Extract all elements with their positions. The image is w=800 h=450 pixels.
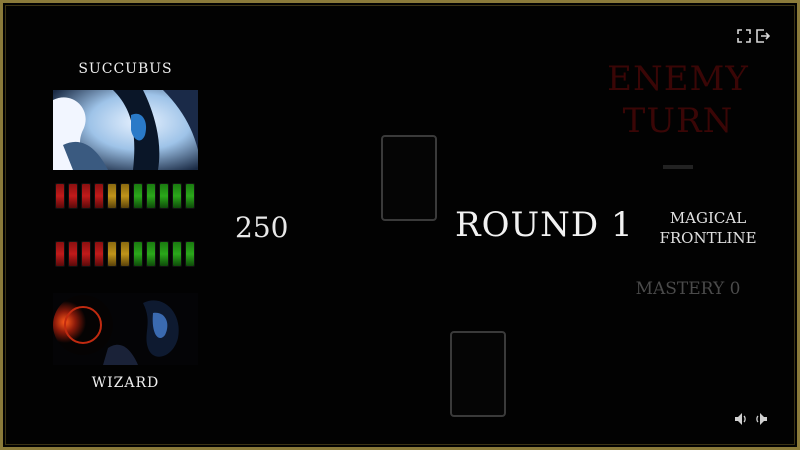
turn-indicator: ENEMY TURN <box>607 59 749 141</box>
health-segment <box>68 183 78 209</box>
exit-icon <box>756 29 770 43</box>
mana-segment <box>68 241 78 267</box>
enemy-portrait <box>53 90 198 170</box>
health-segment <box>133 183 143 209</box>
mastery-counter: MASTERY 0 <box>635 279 741 299</box>
enemy-card-slot[interactable] <box>381 135 437 221</box>
enemy-mana-bar <box>55 241 195 267</box>
zone-label: MAGICAL FRONTLINE <box>659 209 757 247</box>
player-card-slot[interactable] <box>450 331 506 417</box>
enemy-name: SUCCUBUS <box>78 61 173 77</box>
player-portrait <box>53 293 198 365</box>
mana-segment <box>146 241 156 267</box>
speaker-alt-icon <box>756 413 767 425</box>
mana-segment <box>185 241 195 267</box>
fullscreen-button[interactable] <box>736 28 752 44</box>
sound-button[interactable] <box>733 411 749 427</box>
fullscreen-icon <box>737 29 751 43</box>
mana-segment <box>55 241 65 267</box>
mana-segment <box>81 241 91 267</box>
mana-segment <box>94 241 104 267</box>
round-indicator: ROUND 1 <box>455 205 634 245</box>
health-segment <box>185 183 195 209</box>
mana-segment <box>133 241 143 267</box>
turn-sub-indicator <box>653 161 703 175</box>
health-segment <box>146 183 156 209</box>
mana-segment <box>172 241 182 267</box>
health-segment <box>81 183 91 209</box>
player-name: WIZARD <box>91 375 160 391</box>
mana-segment <box>107 241 117 267</box>
health-segment <box>107 183 117 209</box>
health-segment <box>159 183 169 209</box>
mana-segment <box>120 241 130 267</box>
player-score: 250 <box>235 211 289 244</box>
health-segment <box>55 183 65 209</box>
enemy-health-bar <box>55 183 195 209</box>
mana-segment <box>159 241 169 267</box>
health-segment <box>120 183 130 209</box>
health-segment <box>172 183 182 209</box>
health-segment <box>94 183 104 209</box>
exit-button[interactable] <box>755 28 771 44</box>
speaker-icon <box>735 413 746 425</box>
music-button[interactable] <box>753 411 769 427</box>
